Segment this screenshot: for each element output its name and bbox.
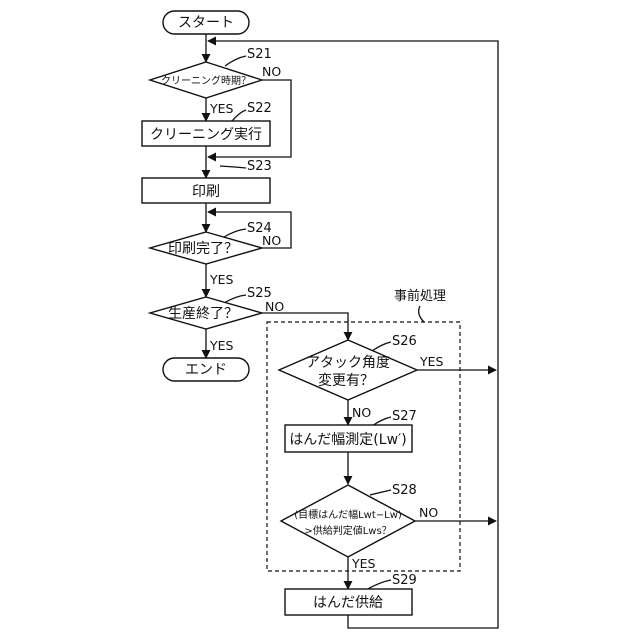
end-label: エンド [185, 362, 227, 378]
s24-label: 印刷完了？ [168, 241, 238, 257]
s28-step-id: S28 [392, 483, 417, 498]
s22-step-id: S22 [247, 101, 272, 116]
s28-no-label: NO [419, 505, 438, 520]
s23-leader [220, 166, 246, 168]
start-label: スタート [178, 15, 234, 31]
s21-no-label: NO [262, 64, 281, 79]
s27-step-id: S27 [392, 409, 417, 424]
s25-leader [224, 295, 246, 303]
s26-step-id: S26 [392, 334, 417, 349]
s23-label: 印刷 [192, 184, 220, 200]
s26-leader [372, 342, 391, 351]
s24-yes-label: YES [209, 272, 234, 287]
s26-label-line2: 変更有？ [318, 372, 374, 389]
pre-process-leader [419, 306, 424, 322]
s21-yes-label: YES [209, 101, 234, 116]
s23-step-id: S23 [247, 159, 272, 174]
s26-label-line1: アタック角度 [306, 355, 390, 371]
s25-label: 生産終了？ [168, 306, 238, 322]
s21-label: クリーニング時期？ [161, 74, 251, 87]
s22-label: クリーニング実行 [150, 127, 262, 143]
s27-label: はんだ幅測定(Lw′) [289, 432, 406, 448]
s21-step-id: S21 [247, 47, 272, 62]
s28-yes-label: YES [351, 556, 376, 571]
s28-label-line2: >供給判定値Lws？ [304, 524, 391, 537]
s24-no-label: NO [262, 233, 281, 248]
s26-yes-label: YES [419, 354, 444, 369]
s25-no-label: NO [265, 299, 284, 314]
pre-process-label: 事前処理 [394, 288, 446, 304]
s28-label-line1: (目標はんだ幅Lwt−Lw) [294, 508, 402, 521]
s29-step-id: S29 [392, 573, 417, 588]
s29-label: はんだ供給 [313, 595, 383, 611]
s22-leader [232, 110, 246, 121]
connector-s25-no [262, 313, 348, 340]
s24-leader [224, 229, 246, 237]
s26-no-label: NO [352, 405, 371, 420]
s25-yes-label: YES [209, 338, 234, 353]
s28-leader [370, 490, 391, 495]
s21-leader [225, 56, 246, 66]
